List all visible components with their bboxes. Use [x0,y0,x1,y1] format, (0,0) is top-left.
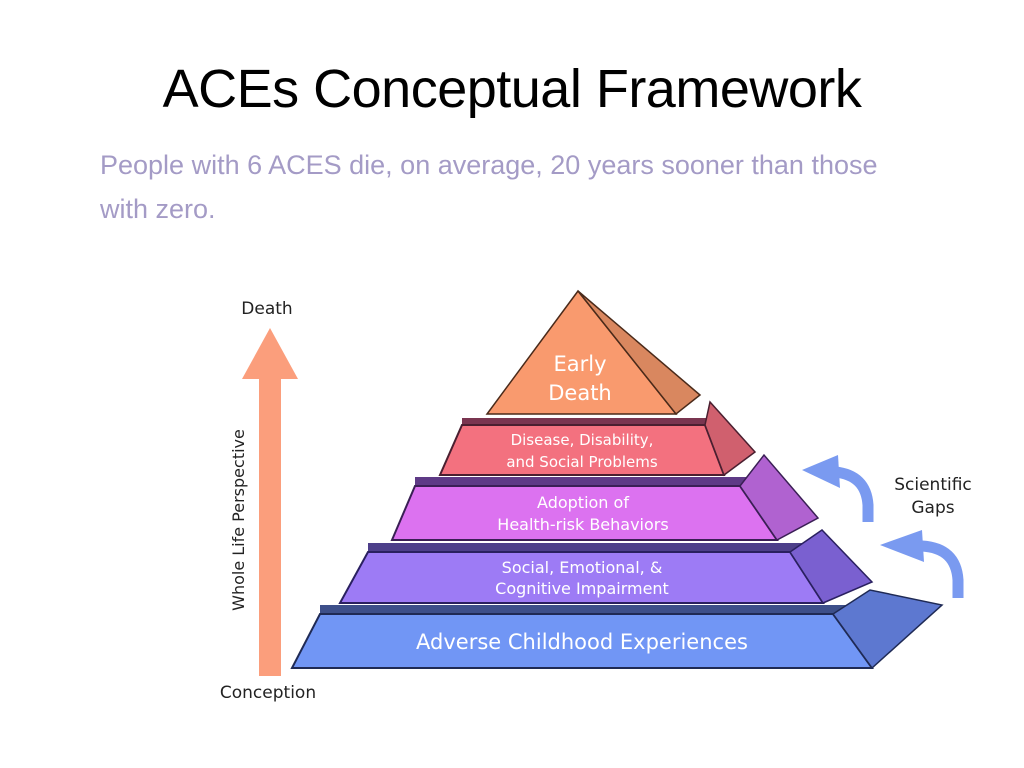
scientific-gap-arrow-upper-icon [802,455,874,522]
layer-1-label-line1: Early [553,352,606,376]
timeline-arrow-icon [242,328,298,676]
timeline-axis-label: Whole Life Perspective [229,429,248,611]
slide-subtitle: People with 6 ACES die, on average, 20 y… [100,150,878,224]
layer-4-label-line1: Social, Emotional, & [502,558,663,577]
pyramid-layer-social-emotional-cognitive: Social, Emotional, & Cognitive Impairmen… [338,529,874,604]
scientific-gaps-label-line1: Scientific [894,475,972,495]
pyramid-layer-adverse-childhood-experiences: Adverse Childhood Experiences [290,589,944,670]
pyramid-layer-early-death: Early Death [485,289,702,416]
scientific-gap-arrow-lower-icon [880,530,964,598]
timeline-top-label: Death [241,299,292,319]
layer-2-label-line2: and Social Problems [506,453,658,471]
scientific-gaps-label-line2: Gaps [911,498,954,518]
layer-5-label: Adverse Childhood Experiences [416,630,748,654]
slide-title: ACEs Conceptual Framework [162,59,862,119]
layer-3-label-line2: Health-risk Behaviors [497,515,668,534]
layer-3-label-line1: Adoption of [537,493,629,512]
pyramid-layer-health-risk-behaviors: Adoption of Health-risk Behaviors [390,453,820,541]
layer-2-label-line1: Disease, Disability, [511,431,654,449]
timeline-bottom-label: Conception [220,683,316,703]
layer-4-label-line2: Cognitive Impairment [495,579,669,598]
pyramid-layer-disease-disability: Disease, Disability, and Social Problems [438,400,757,477]
layer-1-label-line2: Death [548,381,612,405]
